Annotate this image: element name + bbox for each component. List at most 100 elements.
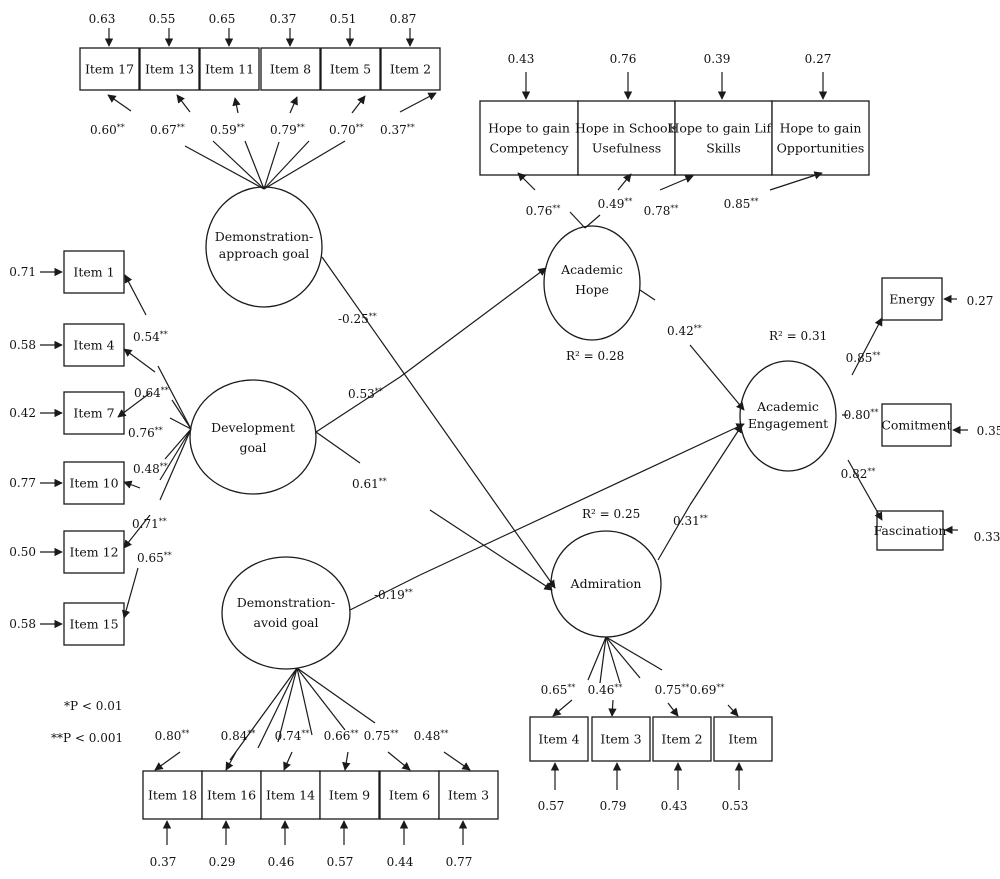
svg-text:approach goal: approach goal — [219, 246, 309, 261]
loading-label: 0.80** — [155, 729, 190, 743]
error-label: 0.77 — [9, 476, 36, 490]
loading-label: 0.74** — [275, 729, 310, 743]
svg-text:Admiration: Admiration — [570, 576, 642, 591]
indicator-box — [713, 716, 773, 762]
indicator-label: Hope in Schools — [575, 121, 678, 136]
indicator-label: Item — [728, 732, 757, 747]
indicator-box — [319, 770, 380, 820]
indicator-box — [881, 403, 952, 447]
indicator-label: Item 1 — [73, 265, 114, 280]
svg-text:0.61**: 0.61** — [352, 477, 387, 491]
indicator-box — [881, 277, 943, 321]
left-item-6: Item 15 0.58 0.65** — [9, 428, 192, 646]
bottom-item-6: Item 3 0.77 0.48** — [296, 667, 499, 869]
indicator-label: Item 15 — [69, 617, 118, 632]
indicator-label: Fascination — [874, 523, 947, 538]
top-item-5: Item 50.510.70** — [263, 12, 381, 190]
top-item-6: Item 20.870.37** — [263, 12, 441, 190]
indicator-label: Item 3 — [600, 732, 641, 747]
error-label: 0.44 — [387, 855, 414, 869]
error-label: 0.43 — [661, 799, 688, 813]
error-label: 0.39 — [704, 52, 731, 66]
indicator-label: Item 3 — [448, 788, 489, 803]
svg-text:*P < 0.01: *P < 0.01 — [64, 699, 122, 713]
structural-paths — [315, 256, 745, 611]
indicator-label: Item 17 — [85, 62, 134, 77]
indicator-label: Item 18 — [148, 788, 197, 803]
indicator-box — [320, 47, 381, 91]
indicator-label: Hope to gain — [488, 121, 570, 136]
bottom-item-1: Item 18 0.37 0.80** — [142, 667, 298, 869]
error-label: 0.43 — [508, 52, 535, 66]
error-label: 0.77 — [446, 855, 473, 869]
loading-label: 0.65** — [137, 551, 172, 565]
admiration-item-2: Item 30.790.46** — [588, 683, 651, 813]
indicator-box — [199, 47, 260, 91]
path-development-to-admiration — [429, 509, 553, 591]
indicator-label: Skills — [706, 141, 741, 156]
indicator-label: Competency — [490, 141, 570, 156]
loading-label: 0.75** — [364, 729, 399, 743]
svg-text:-0.25**: -0.25** — [338, 312, 377, 326]
indicator-box — [63, 323, 125, 367]
indicator-box — [674, 100, 773, 176]
top-item-1: Item 170.630.60** — [79, 12, 265, 190]
svg-text:**P < 0.001: **P < 0.001 — [51, 731, 123, 745]
top-item-3: Item 110.650.59** — [199, 12, 265, 190]
loading-label: 0.64** — [134, 386, 169, 400]
error-label: 0.37 — [150, 855, 177, 869]
loading-label: 0.71** — [132, 517, 167, 531]
error-label: 0.53 — [722, 799, 749, 813]
error-label: 0.50 — [9, 545, 36, 559]
error-label: 0.37 — [270, 12, 297, 26]
loading-label: 0.70** — [329, 123, 364, 137]
error-label: 0.27 — [805, 52, 832, 66]
indicator-box — [63, 530, 125, 574]
indicator-box — [876, 510, 944, 551]
indicator-box — [260, 47, 321, 91]
indicator-label: Opportunities — [777, 141, 865, 156]
loading-label: 0.48** — [414, 729, 449, 743]
svg-text:Development: Development — [211, 420, 295, 435]
error-label: 0.65 — [209, 12, 236, 26]
indicator-box — [479, 100, 579, 176]
r-squared-labels: R² = 0.28 R² = 0.25 R² = 0.31 — [566, 329, 827, 521]
error-label: 0.35 — [977, 424, 1000, 438]
svg-text:Demonstration-: Demonstration- — [215, 229, 314, 244]
loading-label: 0.79** — [270, 123, 305, 137]
loading-label: 0.78** — [644, 204, 679, 218]
error-label: 0.51 — [330, 12, 357, 26]
indicator-label: Item 4 — [538, 732, 579, 747]
error-label: 0.57 — [538, 799, 565, 813]
error-label: 0.87 — [390, 12, 417, 26]
indicator-label: Item 16 — [207, 788, 256, 803]
loading-label: 0.76** — [128, 426, 163, 440]
path-hope-to-engagement — [689, 344, 745, 411]
indicator-label: Item 6 — [389, 788, 430, 803]
significance-legend: *P < 0.01 **P < 0.001 — [51, 699, 123, 745]
r2-academic-hope: R² = 0.28 — [566, 349, 624, 363]
indicator-box — [771, 100, 870, 176]
error-label: 0.46 — [268, 855, 295, 869]
left-item-1: Item 10.710.54** — [9, 250, 192, 430]
loading-label: 0.67** — [150, 123, 185, 137]
indicator-box — [438, 770, 499, 820]
indicator-box — [139, 47, 200, 91]
indicator-label: Item 4 — [73, 338, 114, 353]
svg-text:avoid goal: avoid goal — [254, 615, 319, 630]
indicator-label: Usefulness — [592, 141, 661, 156]
r2-academic-engagement: R² = 0.31 — [769, 329, 827, 343]
indicator-box — [577, 100, 676, 176]
loading-label: 0.37** — [380, 123, 415, 137]
error-label: 0.76 — [610, 52, 637, 66]
error-label: 0.58 — [9, 617, 36, 631]
svg-text:0.31**: 0.31** — [673, 514, 708, 528]
path-labels: -0.25** 0.53** 0.61** -0.19** 0.42** 0.3… — [338, 312, 708, 602]
